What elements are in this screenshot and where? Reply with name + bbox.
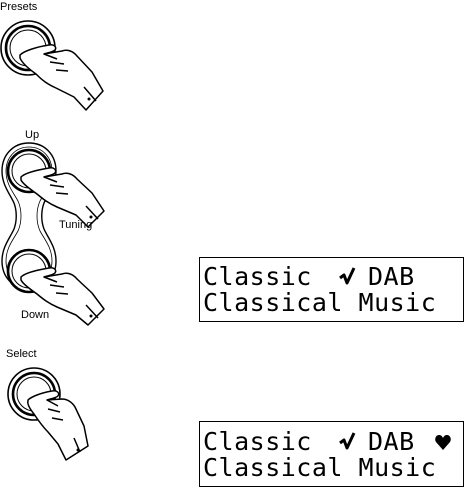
lcd-display: Classic DAB Classical Music xyxy=(199,257,464,322)
presets-label: Presets xyxy=(0,1,37,13)
programme-text: Classical Music xyxy=(203,455,436,481)
programme-text: Classical Music xyxy=(203,290,436,316)
tuning-down-button[interactable] xyxy=(0,239,120,329)
select-label: Select xyxy=(6,348,37,360)
select-button[interactable] xyxy=(0,362,110,482)
mode-indicator: DAB xyxy=(368,429,415,455)
preset-heart-icon xyxy=(434,434,452,452)
check-icon xyxy=(338,266,356,288)
tuning-label: Tuning xyxy=(59,219,92,231)
pressing-hand-icon xyxy=(20,45,103,110)
pressing-hand-icon xyxy=(28,391,88,460)
lcd-display: Classic DAB Classical Music xyxy=(199,421,464,487)
station-name: Classic xyxy=(203,429,312,455)
down-label: Down xyxy=(21,309,49,321)
mode-indicator: DAB xyxy=(368,264,415,290)
check-icon xyxy=(338,431,356,453)
station-name: Classic xyxy=(203,264,312,290)
tuning-up-button[interactable] xyxy=(0,141,120,231)
up-label: Up xyxy=(25,129,39,141)
presets-button[interactable] xyxy=(0,14,110,114)
